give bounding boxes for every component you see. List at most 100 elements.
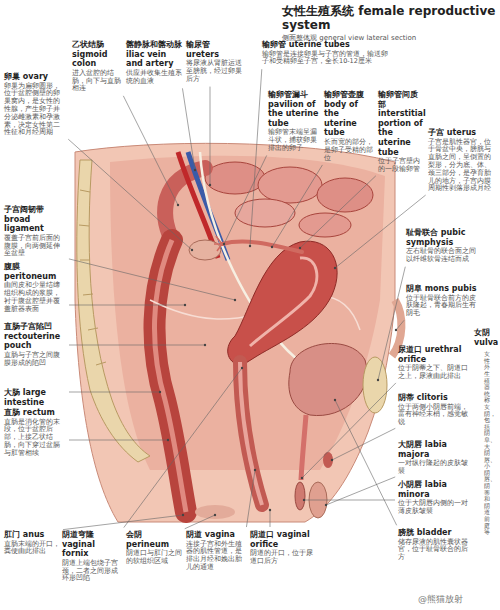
part-description: 供应并收集生殖系统的血液 — [126, 70, 182, 86]
leader-dot — [159, 391, 161, 393]
vertebra-lines — [79, 190, 106, 365]
part-name: 耻骨联合 pubic symphysis — [406, 228, 480, 247]
rectum-shape — [155, 240, 186, 512]
fimbriae — [214, 236, 222, 251]
body-section — [75, 143, 395, 522]
leader-dot — [299, 247, 301, 249]
part-name: 肛门 anus — [4, 530, 60, 540]
intestine-loop — [317, 178, 373, 212]
perineum-shape — [195, 505, 235, 519]
leader-line — [68, 139, 192, 250]
leader-dot — [395, 329, 397, 331]
sacrum-bone — [77, 160, 150, 462]
part-description: 连接子宫和外生殖器的肌性管道，是排出月经和娩出胎儿的通道 — [186, 541, 246, 572]
part-name: 腹膜 peritoneum — [4, 262, 66, 281]
leader-dot — [194, 169, 196, 171]
vagina-shape — [240, 362, 262, 505]
leader-line — [69, 259, 235, 300]
part-description: 卵巢为扁卵圆形，位于盆腔侧壁的卵巢窝内，是女性的性腺，产生卵子并分泌雌激素和孕激… — [4, 83, 66, 138]
leader-dot — [209, 184, 211, 186]
leader-line — [185, 515, 215, 529]
leader-line — [270, 510, 271, 527]
leader-dot — [223, 243, 225, 245]
leader-line — [332, 428, 395, 460]
part-description: 输卵管末端呈漏斗状，捕获卵巢排出的卵子 — [268, 129, 320, 152]
labia-minora-shape — [295, 482, 305, 510]
leader-line — [304, 500, 395, 501]
clitoris-shape — [323, 452, 333, 468]
part-name: 阴道口 vaginal orifice — [250, 530, 314, 549]
part-description: 位于大阴唇内侧的一对薄皮肤皱襞 — [398, 500, 474, 516]
ovary-shape — [189, 240, 221, 260]
leader-line — [69, 305, 185, 306]
leader-dot — [177, 204, 179, 206]
leader-line — [210, 87, 211, 185]
leader-line — [123, 96, 178, 205]
part-name: 女阴 vulva — [474, 328, 498, 347]
diagram-title: 女性生殖系统 female reproductive system — [282, 4, 496, 33]
leader-dot — [303, 499, 305, 501]
part-name: 尿道口 urethral orifice — [398, 345, 474, 364]
part-name: 阴道穹隆 vaginal fornix — [62, 530, 122, 559]
leader-line — [182, 88, 195, 170]
leader-dot — [269, 509, 271, 511]
part-name: 输卵管间质部 interstitial portion of the uteri… — [378, 90, 424, 157]
part-description: 阴道的开口，位于尿道口后方 — [250, 550, 314, 566]
leader-line — [300, 176, 376, 248]
part-name: 阴道 vagina — [186, 530, 246, 540]
leader-dot — [334, 399, 336, 401]
leader-dot — [334, 267, 336, 269]
leader-line — [224, 155, 267, 244]
part-name: 直肠 rectum — [4, 408, 66, 418]
part-description: 输卵管是连接卵巢与子宫的管道，输送卵子和受精卵至子宫，全长10-12厘米 — [262, 51, 390, 67]
part-name: 膀胱 bladder — [398, 528, 474, 538]
leader-dot — [167, 439, 169, 441]
leader-line — [69, 440, 168, 441]
leader-dot — [331, 459, 333, 461]
leader-line — [69, 392, 160, 393]
part-description: 位于阴蒂之下、阴道口之上，尿液由此排出 — [398, 365, 474, 381]
leader-line — [63, 515, 183, 530]
part-description: 一对纵行隆起的皮肤皱襞 — [398, 460, 474, 476]
part-name: 卵巢 ovary — [4, 72, 66, 82]
leader-dot — [204, 344, 206, 346]
part-name: 小阴唇 labia minora — [398, 480, 474, 499]
leader-line — [302, 383, 396, 478]
part-description: 进入盆腔的结肠，向下与直肠相连 — [72, 70, 122, 93]
uterine-tube — [222, 242, 302, 252]
leader-dot — [254, 469, 256, 471]
intestine-loop — [258, 167, 322, 203]
part-name: 阴阜 mons pubis — [406, 284, 480, 294]
part-name: 输卵管漏斗 pavilion of the uterine tube — [268, 90, 320, 128]
part-name: 乙状结肠 sigmoid colon — [72, 40, 122, 69]
part-description: 长而宽的部分，是卵子受精的部位 — [324, 139, 374, 162]
part-description: 位于子宫壁内的一段输卵管 — [378, 158, 424, 174]
leader-dot — [249, 245, 251, 247]
part-description: 将尿液从肾脏运送至膀胱，经过卵巢后方 — [186, 60, 242, 83]
vagina-lumen — [240, 362, 262, 505]
part-description: 储存尿液的肌性囊状器官，位于耻骨联合的后方 — [398, 539, 474, 562]
watermark: @熊猫放射 — [418, 594, 498, 605]
part-name: 髂静脉和髂动脉 iliac vein and artery — [126, 40, 182, 69]
leader-line — [246, 470, 255, 527]
leader-line — [250, 69, 262, 246]
rectum-lumen — [155, 240, 186, 512]
leader-dot — [377, 379, 379, 381]
part-name: 阴蒂 clitoris — [398, 393, 474, 403]
leader-dot — [271, 246, 273, 248]
part-description: 左右耻骨的联合面之间以纤维软骨连结而成 — [406, 248, 480, 264]
part-name: 子宫 uterus — [428, 128, 496, 138]
leader-dot — [214, 514, 216, 516]
part-name: 子宫阔韧带 broad ligament — [4, 205, 66, 234]
part-description: 由间皮和少量结缔组织构成的浆膜，衬于腹盆腔壁并覆盖脏器表面 — [4, 282, 66, 313]
uterine-cavity — [250, 258, 317, 346]
part-name: 输卵管壶腹 body of the uterine tube — [324, 90, 374, 138]
part-description: 直肠与子宫之间腹膜形成的陷凹 — [4, 352, 66, 368]
leader-line — [335, 400, 397, 525]
leader-dot — [241, 367, 243, 369]
leader-dot — [325, 504, 327, 506]
leader-line — [396, 320, 404, 330]
part-description: 阴道口与肛门之间的软组织区域 — [126, 550, 182, 566]
leader-dot — [184, 304, 186, 306]
